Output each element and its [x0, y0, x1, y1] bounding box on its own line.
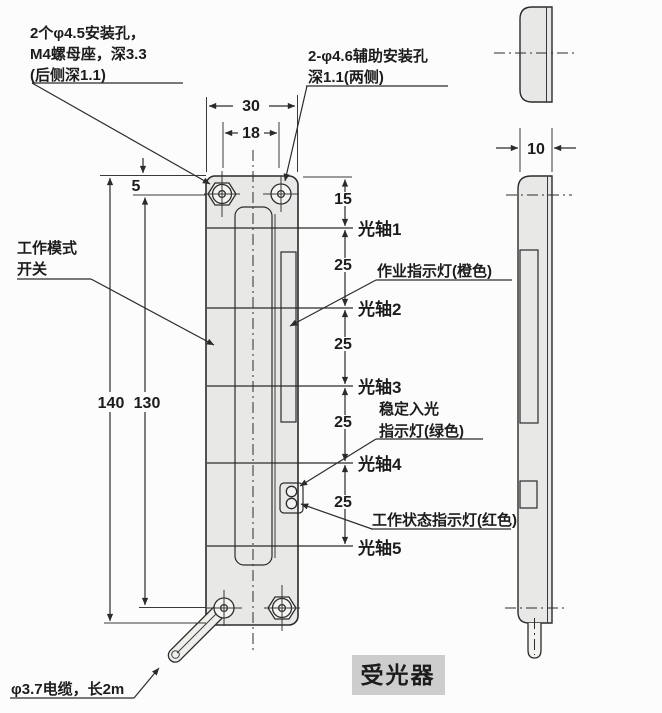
dim-15-label: 15 [334, 191, 352, 208]
status-indicator-label: 工作状态指示灯(红色) [372, 511, 517, 529]
side-lens-strip [519, 249, 539, 424]
dim-10-label: 10 [527, 141, 545, 158]
leader-mounting-hole [31, 82, 211, 185]
mode-switch-label-line2: 开关 [17, 260, 47, 278]
leader-status-indicator [300, 503, 373, 530]
optical-axis-4-label: 光轴4 [357, 454, 402, 474]
leader-stable-indicator [299, 438, 377, 487]
optical-axis-5-label: 光轴5 [357, 538, 401, 558]
side-indicator-strip [519, 480, 538, 509]
optical-axis-lines [207, 227, 353, 547]
leader-work-indicator [289, 279, 377, 327]
status-lamp [285, 497, 298, 510]
side-view-bracket [519, 6, 553, 103]
operation-indicator-strip [280, 251, 297, 423]
optical-axis-3-label: 光轴3 [357, 377, 401, 397]
aux-hole-top-right [263, 176, 299, 212]
leader-cable [133, 667, 160, 699]
side-view [494, 6, 578, 659]
work-indicator-label: 作业指示灯(橙色) [377, 262, 492, 280]
dim-5-label: 5 [132, 178, 141, 195]
mounting-hole-label-line1: 2个φ4.5安装孔， [30, 24, 145, 42]
dim-18-label: 18 [242, 125, 260, 142]
stable-indicator-label-line2: 指示灯(绿色) [379, 422, 464, 440]
cable-label: φ3.7电缆，长2m [11, 680, 124, 698]
optical-axis-2-label: 光轴2 [357, 299, 401, 319]
front-view [167, 150, 353, 663]
dimension-lines [100, 95, 576, 624]
dim-25-label-4: 25 [334, 494, 352, 511]
mounting-hole-bottom-right [264, 585, 300, 631]
front-body-outline [205, 175, 299, 626]
mounting-hole-label-line3: (后侧深1.1) [30, 66, 106, 84]
leader-aux-hole [283, 85, 308, 182]
aux-hole-bottom-left [206, 590, 242, 626]
mode-switch-label-line1: 工作模式 [17, 239, 77, 257]
leader-mode-switch [90, 278, 215, 346]
aux-hole-label-line1: 2-φ4.6辅助安装孔 [308, 47, 428, 65]
dim-30-label: 30 [242, 98, 260, 115]
mounting-hole-label-line2: M4螺母座，深3.3 [30, 45, 147, 63]
optical-axis-1-label: 光轴1 [357, 219, 401, 239]
annotations: 2个φ4.5安装孔， M4螺母座，深3.3 (后侧深1.1) 2-φ4.6辅助安… [11, 24, 545, 698]
cable [167, 600, 231, 663]
indicator-lamp-box [279, 482, 304, 514]
leader-lines [10, 82, 512, 699]
side-body-outline [517, 175, 553, 624]
mounting-hole-top-left [204, 171, 240, 217]
receiver-badge-label: 受光器 [361, 662, 436, 688]
dim-140-label: 140 [98, 395, 125, 412]
dim-25-label-3: 25 [334, 414, 352, 431]
dim-25-label-2: 25 [334, 336, 352, 353]
dim-25-label-1: 25 [334, 257, 352, 274]
receiver-badge-bg [352, 655, 445, 695]
dim-130-label: 130 [134, 395, 161, 412]
stable-indicator-label-line1: 稳定入光 [379, 400, 439, 418]
cable-end-cap [171, 650, 180, 659]
stable-light-lamp [285, 485, 298, 498]
receiver-badge: 受光器 [352, 655, 445, 695]
aux-hole-label-line2: 深1.1(两侧) [308, 68, 384, 86]
side-cable [527, 618, 542, 659]
